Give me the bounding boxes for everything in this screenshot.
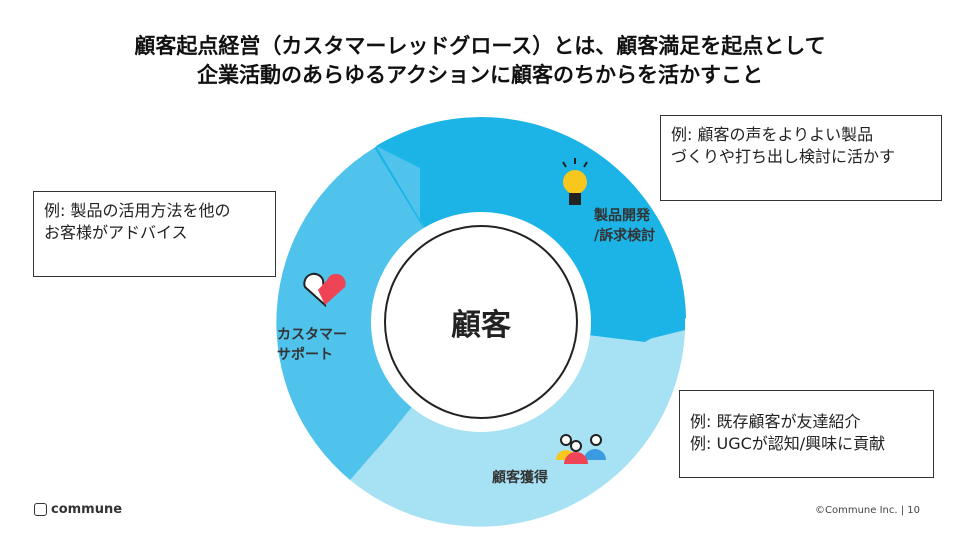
slide-title: 顧客起点経営（カスタマーレッドグロース）とは、顧客満足を起点として 企業活動のあ…: [0, 32, 960, 90]
note-support: 例: 製品の活用方法を他の お客様がアドバイス: [33, 191, 276, 277]
note-line: 例: 既存顧客が友達紹介: [690, 412, 861, 431]
heart-handshake-icon: [303, 272, 346, 308]
label-line: 製品開発: [594, 208, 650, 224]
copyright-page-number: ©Commune Inc. | 10: [814, 505, 920, 516]
note-product: 例: 顧客の声をよりよい製品 づくりや打ち出し検討に活かす: [660, 115, 942, 201]
label-line: 顧客獲得: [492, 470, 548, 486]
segment-label-acquisition: 顧客獲得: [492, 468, 548, 488]
note-line: 例: 顧客の声をよりよい製品: [671, 125, 874, 144]
note-line: づくりや打ち出し検討に活かす: [671, 147, 896, 166]
note-line: 例: UGCが認知/興味に貢献: [690, 434, 886, 453]
title-line-1: 顧客起点経営（カスタマーレッドグロース）とは、顧客満足を起点として: [134, 34, 826, 58]
note-line: お客様がアドバイス: [44, 223, 188, 242]
note-line: 例: 製品の活用方法を他の: [44, 201, 231, 220]
logo-text: commune: [51, 502, 123, 517]
people-icon: [556, 434, 606, 464]
segment-label-support: カスタマー サポート: [277, 325, 347, 365]
commune-logo-icon: [34, 503, 47, 516]
commune-logo: commune: [34, 502, 122, 517]
center-label: 顧客: [451, 308, 511, 343]
center-circle: [384, 225, 578, 419]
label-line: サポート: [277, 347, 333, 363]
segment-label-product: 製品開発 /訴求検討: [594, 206, 655, 246]
title-line-2: 企業活動のあらゆるアクションに顧客のちからを活かすこと: [197, 63, 763, 87]
label-line: カスタマー: [277, 327, 347, 343]
label-line: /訴求検討: [594, 228, 656, 244]
note-acquisition: 例: 既存顧客が友達紹介 例: UGCが認知/興味に貢献: [679, 390, 934, 478]
lightbulb-icon: [562, 158, 588, 205]
